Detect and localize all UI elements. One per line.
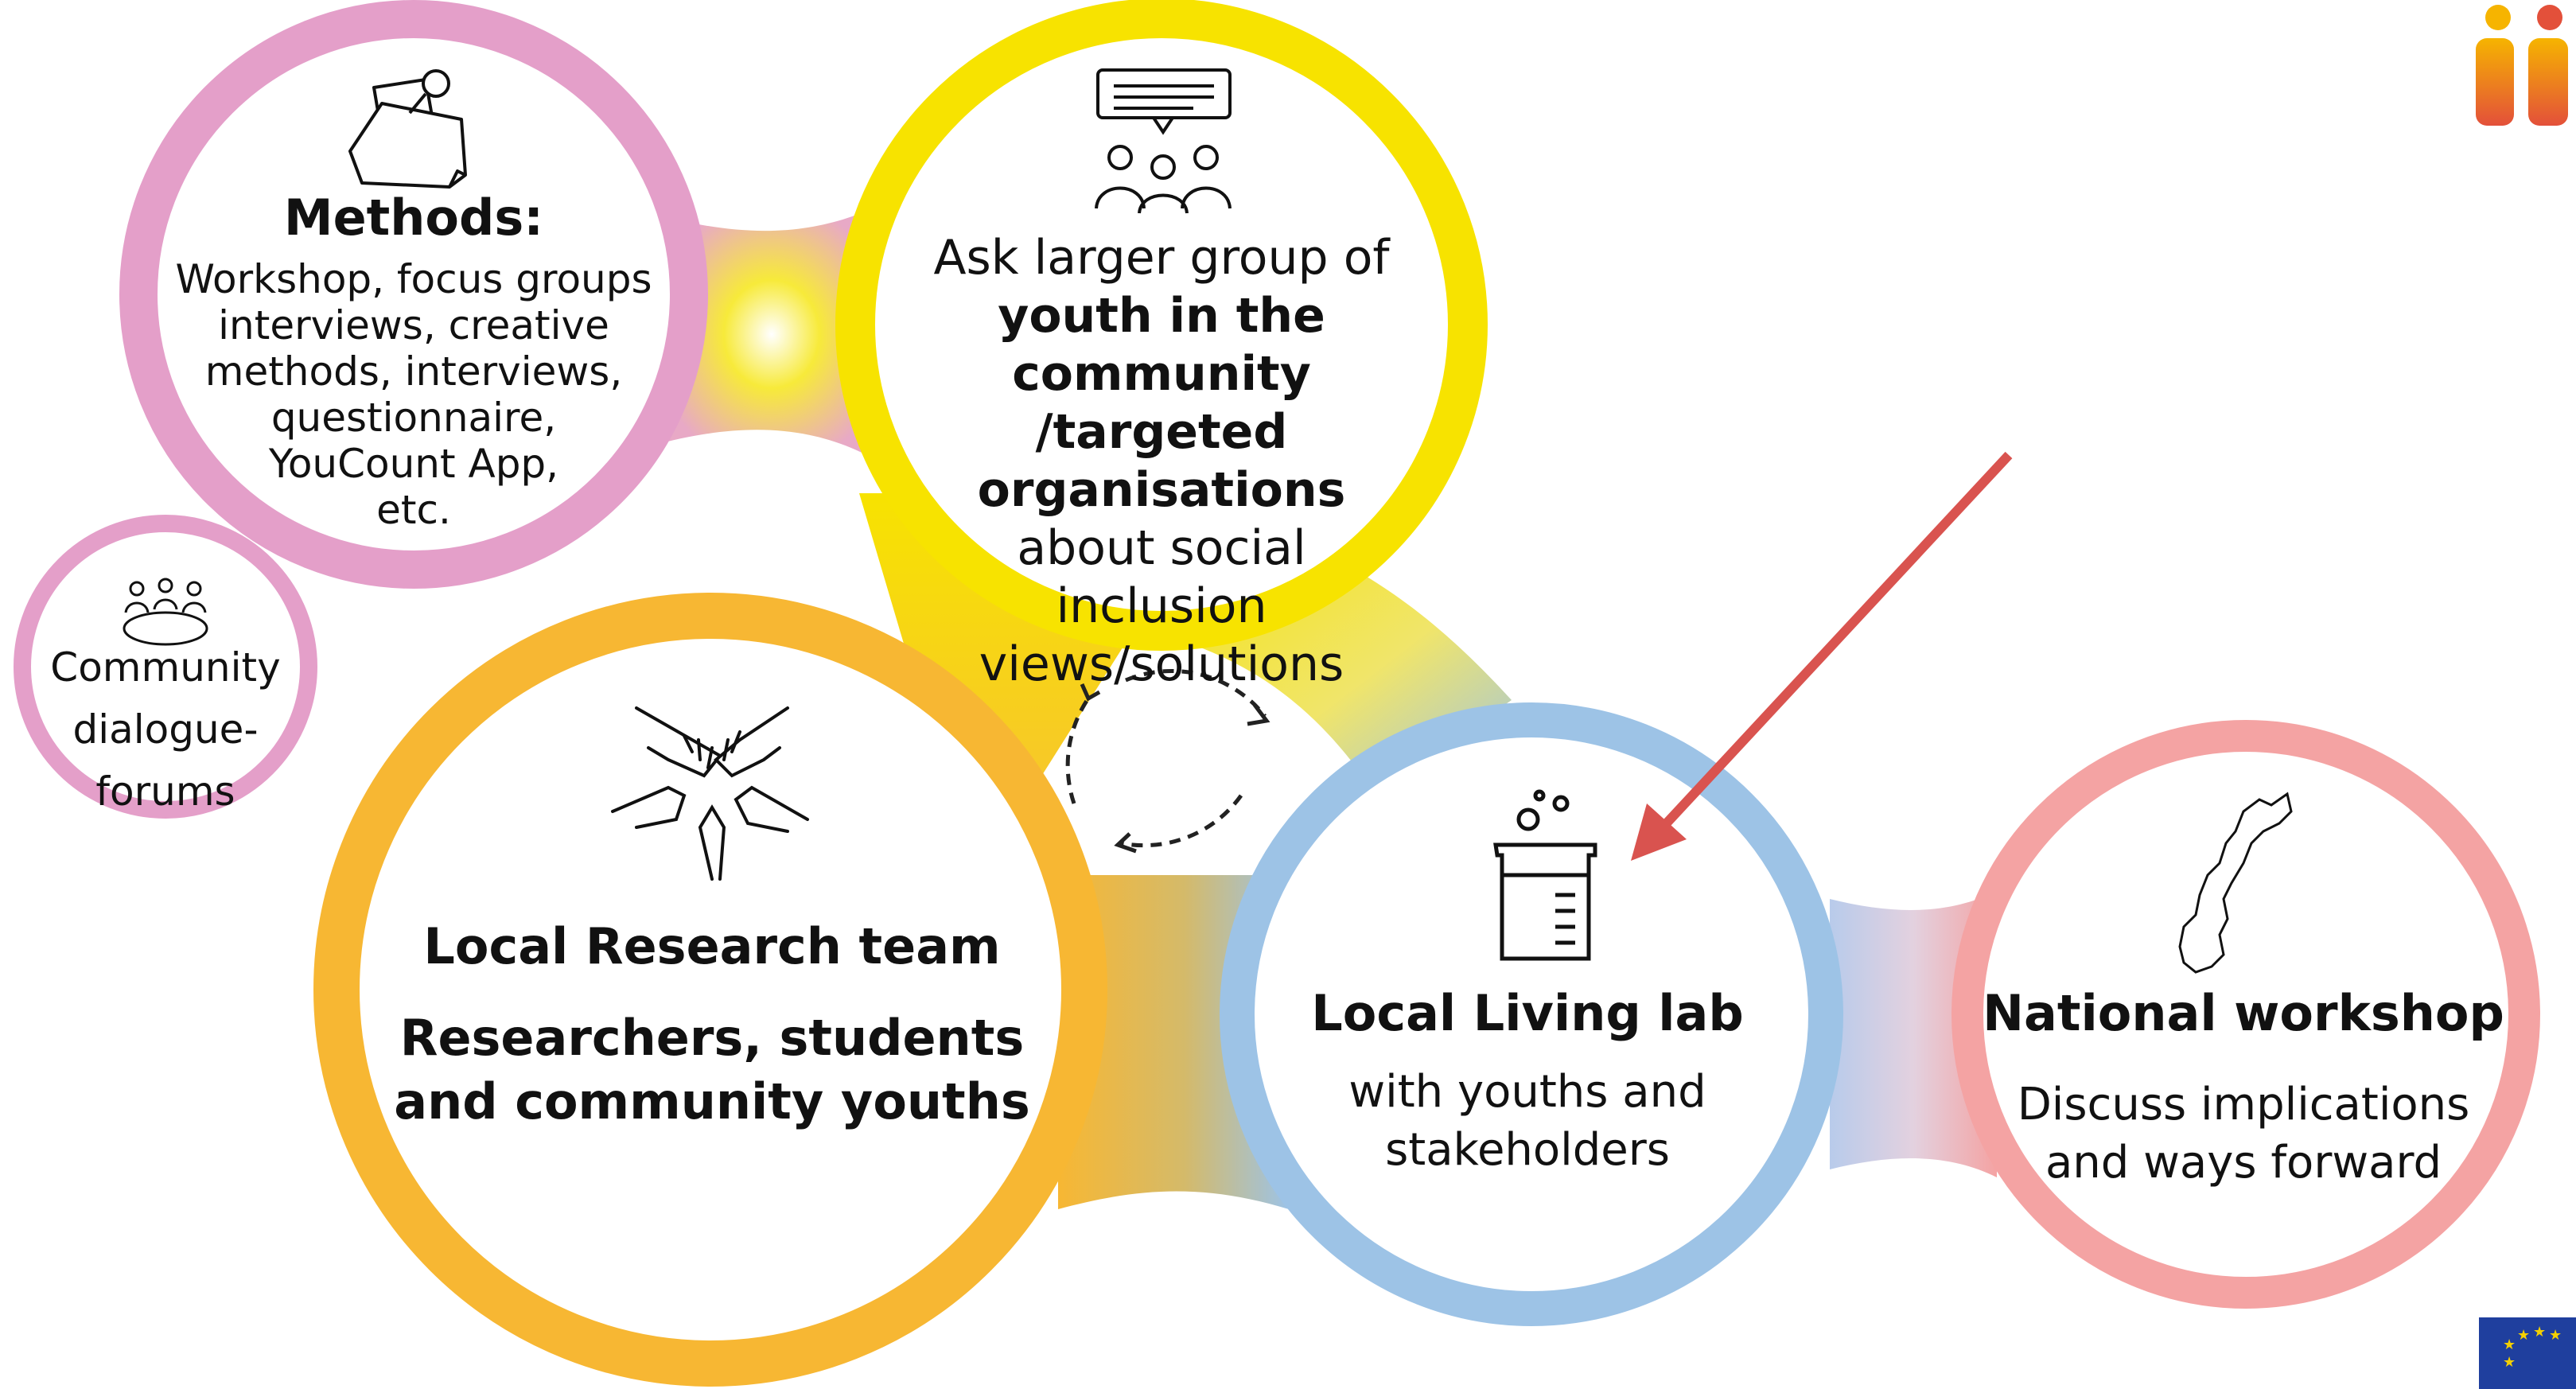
living-lab-line: stakeholders: [1385, 1124, 1670, 1176]
methods-list: Workshop, focus groups interviews, creat…: [143, 256, 684, 533]
ask-youth-text: Ask larger group of youth in the communi…: [875, 229, 1448, 694]
national-line: Discuss implications: [2017, 1079, 2470, 1130]
methods-line: Workshop, focus groups: [175, 256, 652, 302]
ask-line: about social: [1017, 520, 1306, 576]
ask-youth-circle: [835, 0, 1488, 651]
methods-title: Methods:: [283, 189, 544, 247]
methods-line: YouCount App,: [268, 441, 559, 487]
research-team-title: Local Research team: [423, 917, 1001, 975]
norway-map-icon: [2178, 792, 2293, 974]
ask-line: inclusion views/solutions: [979, 578, 1344, 692]
living-lab-line: with youths and: [1348, 1066, 1706, 1118]
living-lab-circle: [1220, 702, 1843, 1326]
joined-hands-icon: [611, 706, 809, 881]
methods-line: etc.: [376, 487, 451, 533]
methods-line: interviews, creative: [218, 302, 609, 348]
community-forums-text: Community dialogue- forums: [25, 636, 305, 823]
ask-bold-line: /targeted organisations: [977, 404, 1346, 518]
research-line: and community youths: [394, 1072, 1030, 1130]
national-workshop-title: National workshop: [1983, 984, 2504, 1042]
national-workshop-circle: [1951, 720, 2540, 1309]
research-team-circle: [313, 593, 1107, 1387]
community-line: forums: [95, 768, 235, 815]
community-line: dialogue-: [72, 706, 259, 753]
cycle-arrows-icon: [1065, 668, 1267, 848]
methods-line: questionnaire,: [270, 395, 557, 441]
ask-bold-line: youth in the community: [998, 288, 1325, 402]
discussion-group-icon: [1095, 68, 1232, 214]
meeting-table-icon: [123, 578, 208, 646]
youcount-logo-icon: [2476, 5, 2568, 126]
national-workshop-subtitle: Discuss implications and ways forward: [1965, 1076, 2522, 1192]
community-forums-circle: [14, 515, 317, 819]
national-line: and ways forward: [2045, 1137, 2442, 1189]
living-lab-title: Local Living lab: [1311, 984, 1744, 1042]
notes-pin-icon: [348, 69, 467, 189]
community-line: Community: [50, 644, 281, 691]
eu-flag-icon: ★★ ★★ ★: [2479, 1317, 2576, 1389]
red-pointer-arrow: [1631, 451, 2013, 861]
ask-line: Ask larger group of: [933, 230, 1390, 286]
methods-circle: [119, 0, 708, 589]
beaker-icon: [1493, 789, 1597, 961]
living-lab-subtitle: with youths and stakeholders: [1289, 1063, 1766, 1179]
research-team-subtitle: Researchers, students and community yout…: [382, 1006, 1042, 1134]
research-line: Researchers, students: [399, 1009, 1025, 1067]
methods-line: methods, interviews,: [204, 348, 623, 395]
